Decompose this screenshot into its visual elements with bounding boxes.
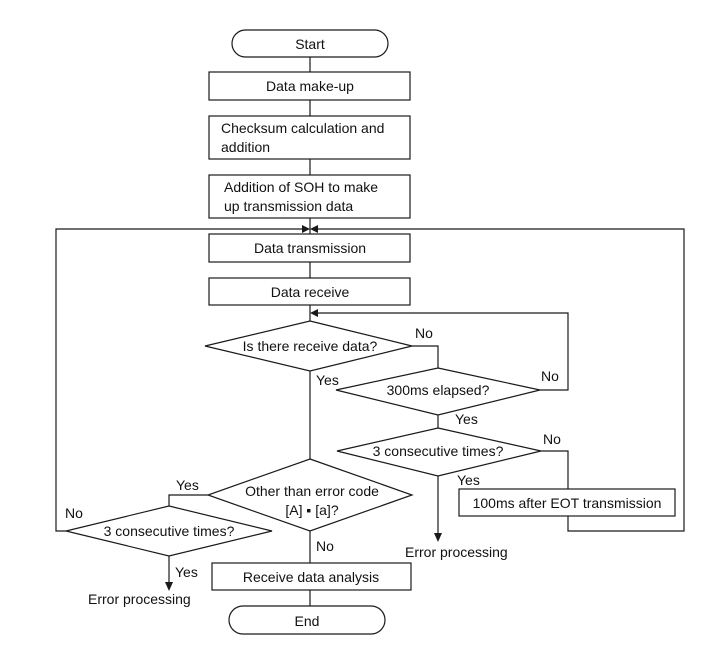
decision-error-code: Other than error code [A] ▪ [a]? xyxy=(206,458,414,532)
process-label: Data transmission xyxy=(254,240,366,256)
process-label: 100ms after EOT transmission xyxy=(473,495,662,511)
end-label: End xyxy=(295,613,320,629)
process-checksum: Checksum calculation and addition xyxy=(208,115,411,160)
process-data-makeup: Data make-up xyxy=(208,71,411,101)
label-receive-yes: Yes xyxy=(316,372,339,388)
decision-label-line-1: Other than error code xyxy=(245,483,379,499)
label-receive-no: No xyxy=(415,325,433,341)
decision-diamond xyxy=(65,505,273,557)
label-consec-left-no: No xyxy=(65,505,83,521)
process-wait-eot: 100ms after EOT transmission xyxy=(458,488,676,517)
decision-elapsed-300ms: 300ms elapsed? xyxy=(335,367,541,416)
start-label: Start xyxy=(295,36,325,52)
decision-label: 300ms elapsed? xyxy=(387,382,490,398)
process-box xyxy=(208,277,411,306)
label-elapsed-no: No xyxy=(541,368,559,384)
process-box xyxy=(208,71,411,101)
decision-consecutive-left: 3 consecutive times? xyxy=(65,505,273,557)
process-add-soh: Addition of SOH to make up transmission … xyxy=(208,174,411,219)
connector-outer-right-loop xyxy=(316,228,685,532)
process-label: Receive data analysis xyxy=(243,569,379,585)
decision-label: 3 consecutive times? xyxy=(373,443,504,459)
arrowheads xyxy=(165,225,442,591)
outcome-error-processing-right: Error processing xyxy=(405,544,508,560)
decision-diamond xyxy=(336,427,542,477)
connectors xyxy=(55,57,685,606)
label-error-code-no: No xyxy=(316,538,334,554)
terminal-end: End xyxy=(228,605,386,635)
start-capsule xyxy=(231,29,389,58)
process-label-line-2: addition xyxy=(221,139,270,155)
arrowhead-left-merge-icon xyxy=(302,225,310,233)
end-capsule xyxy=(228,605,386,635)
connector-receive-no xyxy=(412,345,439,368)
process-label-line-1: Addition of SOH to make xyxy=(224,179,378,195)
process-box xyxy=(208,233,411,263)
decision-label: 3 consecutive times? xyxy=(104,523,235,539)
process-box xyxy=(208,174,411,219)
decision-diamond xyxy=(204,320,413,372)
process-box xyxy=(208,115,411,160)
process-data-receive: Data receive xyxy=(208,277,411,306)
decision-receive-data: Is there receive data? xyxy=(204,320,413,372)
process-label: Data receive xyxy=(271,284,350,300)
decision-consecutive-right: 3 consecutive times? xyxy=(336,427,542,477)
label-consec-right-yes: Yes xyxy=(457,472,480,488)
decision-diamond xyxy=(206,458,414,532)
connector-elapsed-no-loop xyxy=(316,312,569,391)
label-consec-left-yes: Yes xyxy=(175,564,198,580)
outcome-error-processing-left: Error processing xyxy=(88,591,191,607)
process-box xyxy=(211,562,412,591)
decision-diamond xyxy=(335,367,541,416)
arrowhead-error-left-icon xyxy=(165,582,173,591)
label-elapsed-yes: Yes xyxy=(455,411,478,427)
terminal-start: Start xyxy=(231,29,389,58)
arrowhead-error-right-icon xyxy=(434,533,442,542)
process-receive-analysis: Receive data analysis xyxy=(211,562,412,591)
process-data-transmission: Data transmission xyxy=(208,233,411,263)
process-label-line-1: Checksum calculation and xyxy=(221,120,384,136)
decision-label-line-2: [A] ▪ [a]? xyxy=(285,502,338,518)
decision-label: Is there receive data? xyxy=(243,338,378,354)
process-box xyxy=(458,488,676,517)
process-label: Data make-up xyxy=(266,78,354,94)
connector-errorcode-yes xyxy=(168,494,208,506)
connector-consec-right-no xyxy=(541,450,569,489)
branch-labels: No Yes No Yes No Yes Yes No No Yes xyxy=(65,325,561,580)
connector-outer-left-loop xyxy=(55,228,304,532)
label-error-code-yes: Yes xyxy=(176,477,199,493)
label-consec-right-no: No xyxy=(543,431,561,447)
process-label-line-2: up transmission data xyxy=(224,198,353,214)
arrowhead-right-merge-icon xyxy=(310,225,318,233)
arrowhead-retry-merge-icon xyxy=(310,309,318,317)
